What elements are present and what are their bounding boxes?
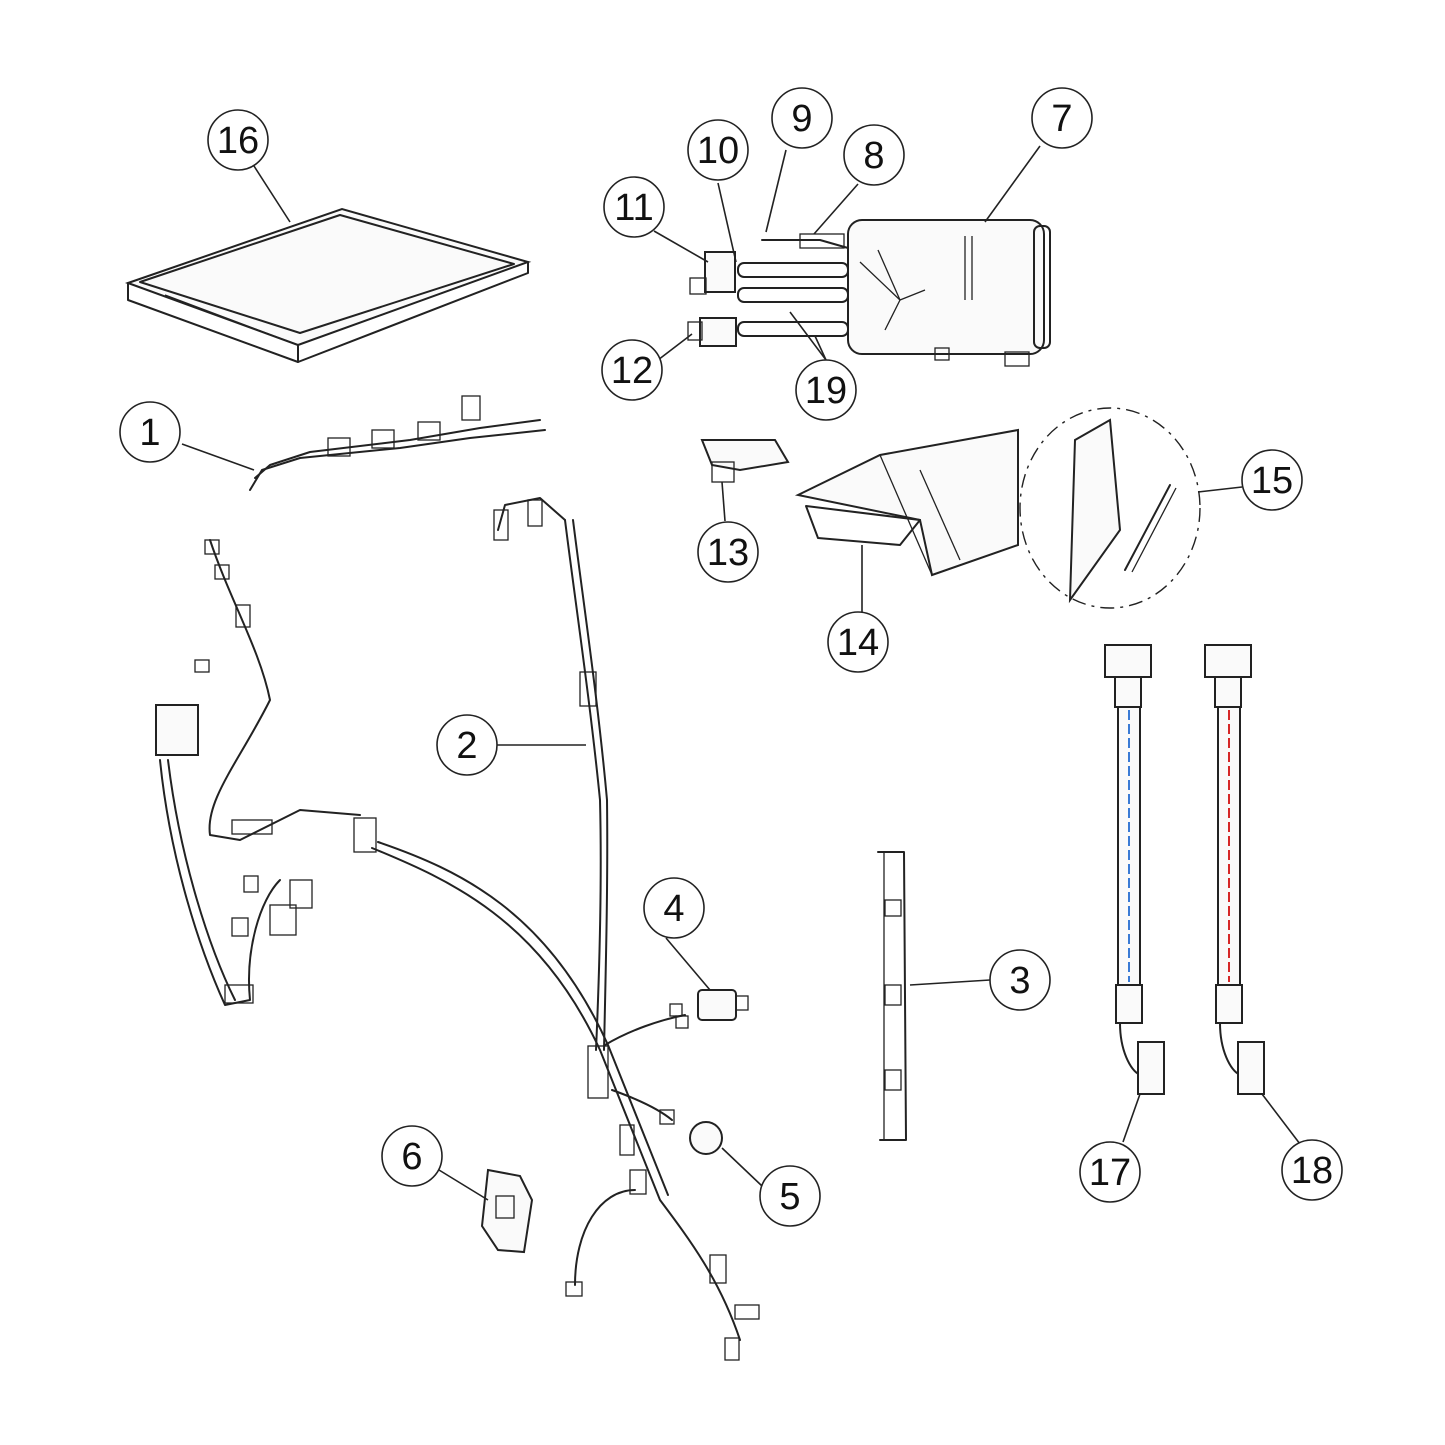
part-13-latch [700,439,790,483]
callout-17-label: 17 [1089,1152,1131,1194]
callout-19-label: 19 [805,370,847,412]
callout-14: 14 [827,611,889,673]
part-9-tube [761,239,849,249]
part-17-cold-hose [1104,644,1165,1095]
callout-15-label: 15 [1251,460,1293,502]
part-15-detail [1019,407,1201,609]
leader-lines [181,145,1301,1201]
callout-5: 5 [759,1165,821,1227]
callout-15: 15 [1241,449,1303,511]
callout-4-label: 4 [663,888,684,930]
callout-8: 8 [843,124,905,186]
highlight-ring [1031,87,1093,149]
callout-4: 4 [643,877,705,939]
callout-9-label: 9 [791,98,812,140]
callout-16: 16 [207,109,269,171]
part-2-wiring-harness [155,497,760,1361]
part-16-top-panel [125,207,532,363]
callout-10-label: 10 [697,130,739,172]
part-19-hose-upper [737,287,849,303]
part-7-dispenser-housing [847,219,1051,367]
part-5-sensor [659,1109,723,1155]
callout-13-label: 13 [707,532,749,574]
callout-17: 17 [1079,1141,1141,1203]
callout-7-label: 7 [1051,98,1072,140]
callout-16-label: 16 [217,120,259,162]
callout-3-label: 3 [1009,960,1030,1002]
callout-3: 3 [989,949,1051,1011]
callout-12: 12 [601,339,663,401]
part-19-hose-lower [737,321,849,337]
callout-12-label: 12 [611,350,653,392]
callout-7-highlighted: 7 [1031,87,1093,149]
callout-18: 18 [1281,1139,1343,1201]
part-10-hose [737,262,849,278]
callout-18-label: 18 [1291,1150,1333,1192]
part-6-switch [480,1168,534,1254]
callout-11: 11 [603,176,665,238]
part-1-control-bracket [249,395,546,491]
callout-10: 10 [687,119,749,181]
callout-11-label: 11 [614,187,653,229]
part-14-drawer [794,428,1019,577]
callout-8-label: 8 [863,135,884,177]
part-valve-assembly [687,233,849,347]
callout-14-label: 14 [837,622,879,664]
callout-6-label: 6 [401,1136,422,1178]
callout-5-label: 5 [779,1176,800,1218]
callout-6: 6 [381,1125,443,1187]
part-8-spring [799,233,845,249]
callout-1-label: 1 [139,412,160,454]
callout-2: 2 [436,714,498,776]
callout-13: 13 [697,521,759,583]
callout-9: 9 [771,87,833,149]
callout-2-label: 2 [456,725,477,767]
part-3-rail [877,851,907,1141]
part-18-hot-hose [1204,644,1265,1095]
callout-1: 1 [119,401,181,463]
part-4-component [669,989,749,1029]
callout-19: 19 [795,359,857,421]
